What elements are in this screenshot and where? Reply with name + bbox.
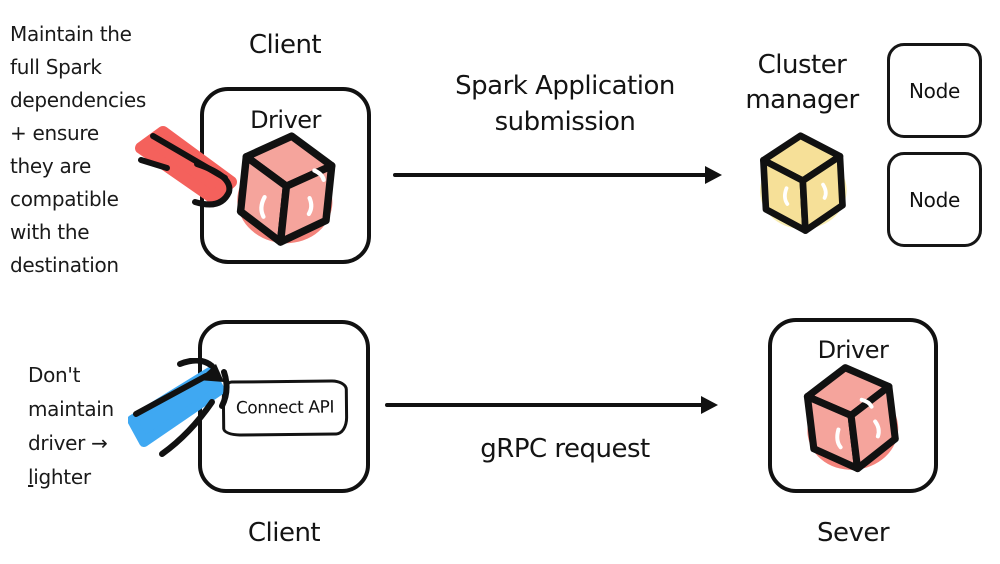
red-brush-arrow-icon: [135, 126, 237, 208]
grpc-request-label: gRPC request: [480, 434, 650, 464]
node-label-1: Node: [909, 78, 960, 103]
client-label-top: Client: [248, 30, 322, 60]
connect-api-box: Connect API: [221, 379, 349, 437]
client-label-bottom: Client: [247, 518, 321, 548]
grpc-request-arrow: [385, 396, 718, 414]
node-label-2: Node: [909, 187, 960, 212]
cluster-manager-label: Cluster manager: [745, 50, 859, 115]
node-box-2: Node: [887, 152, 982, 247]
bottom-annotation-line-2: maintain: [28, 397, 114, 421]
spark-submission-arrow: [393, 166, 722, 184]
driver-cube-icon: [236, 132, 336, 246]
driver-label-server: Driver: [817, 336, 889, 364]
node-box-1: Node: [887, 43, 982, 138]
server-label: Sever: [816, 518, 890, 548]
top-annotation-text: Maintain the full Spark dependencies + e…: [10, 22, 147, 277]
driver-label-top: Driver: [250, 106, 321, 134]
bottom-annotation-line-1: Don't: [28, 363, 81, 387]
spark-submission-label: Spark Application submission: [455, 71, 675, 137]
bottom-annotation-line-4: lighter: [28, 465, 91, 489]
connect-api-label: Connect API: [235, 397, 335, 419]
server-driver-cube-icon: [803, 364, 899, 473]
blue-brush-arrow-icon: [128, 358, 230, 457]
bottom-annotation-text: Don't maintain driver → lighter: [28, 358, 178, 494]
cluster-manager-cube-icon: [760, 132, 847, 234]
bottom-annotation-line-3: driver →: [28, 431, 108, 455]
